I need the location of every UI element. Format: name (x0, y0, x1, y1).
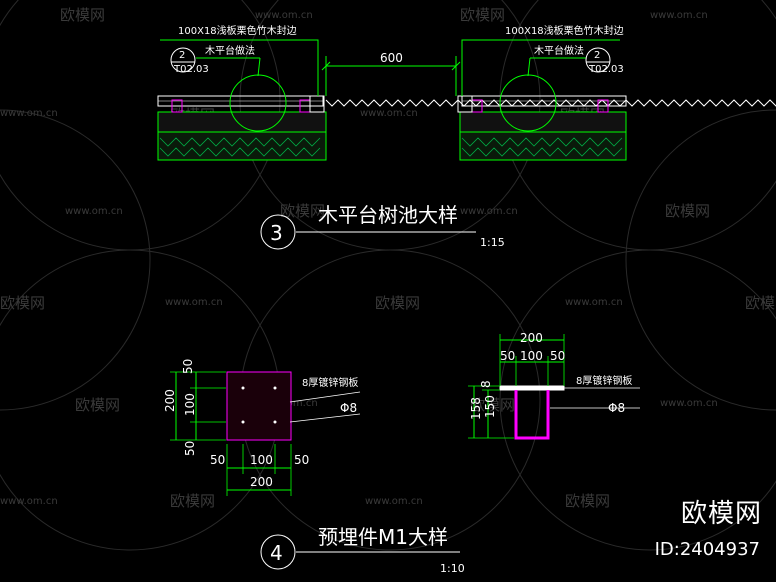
watermark-brand: 欧模网 (60, 6, 105, 24)
watermark-brand: 欧模网 (75, 396, 120, 414)
detail4-number: 4 (270, 541, 283, 565)
detail3-scale: 1:15 (480, 236, 505, 249)
watermark-texts: 欧模网 www.om.cn 欧模网 www.om.cn www.om.cn 欧模… (0, 6, 776, 510)
detail4-scale: 1:10 (440, 562, 465, 575)
detail4-plan-dim-middle: 100 (183, 393, 197, 416)
detail4-plan-plate-label: 8厚镀锌钢板 (302, 376, 358, 389)
detail4-plan-bottom-right: 50 (294, 453, 309, 467)
detail3-right-section (457, 39, 627, 161)
detail3-dimension-600 (321, 56, 461, 96)
watermark-brand: 欧模网 (375, 294, 420, 312)
detail3-note-top-right: 100X18浅板栗色竹木封边 (505, 24, 624, 37)
watermark-url: www.om.cn (360, 108, 418, 119)
detail3-bubble-num-right: 2 (594, 50, 600, 61)
detail4-plan-bar-label: Φ8 (340, 401, 357, 415)
brand-id: ID:2404937 (654, 539, 760, 560)
detail3-note-sub: 木平台做法 (205, 44, 255, 57)
watermark-url: www.om.cn (650, 10, 708, 21)
detail3-pebble-fill (325, 99, 776, 107)
watermark-url: www.om.cn (660, 398, 718, 409)
watermark-url: www.om.cn (460, 206, 518, 217)
detail4-title: 预埋件M1大样 (318, 525, 448, 549)
detail4-sec-top-middle: 100 (520, 349, 543, 363)
detail3-bubble-ref: T02.03 (173, 64, 209, 75)
detail4-plan-dim-top: 50 (181, 359, 195, 374)
watermark-brand: 欧模网 (280, 202, 325, 220)
detail4-sec-top-total: 200 (520, 331, 543, 345)
detail4-plan-bottom-left: 50 (210, 453, 225, 467)
detail3-bubble-num: 2 (179, 50, 185, 61)
watermark-url: www.om.cn (0, 496, 58, 507)
detail4-plan-dim-bottom: 50 (183, 441, 197, 456)
detail4-sec-top-left: 50 (500, 349, 515, 363)
watermark-brand: 欧模网 (745, 294, 776, 312)
watermark-url: www.om.cn (165, 297, 223, 308)
detail3-left-section (157, 39, 327, 161)
watermark-url: www.om.cn (0, 108, 58, 119)
detail4-section-view (468, 334, 640, 440)
detail3-title: 木平台树池大样 (318, 203, 458, 227)
detail4-sec-side-inner: 150 (483, 395, 497, 418)
watermark-brand: 欧模网 (565, 492, 610, 510)
detail4-sec-bar-label: Φ8 (608, 401, 625, 415)
detail4-sec-plate-label: 8厚镀锌钢板 (576, 374, 632, 387)
watermark-brand: 欧模网 (470, 396, 515, 414)
detail4-sec-top-right: 50 (550, 349, 565, 363)
detail4-plan-bottom-total: 200 (250, 475, 273, 489)
brand-logo-text: 欧模网 (680, 499, 762, 529)
detail4-plan-view (170, 371, 361, 496)
detail3-bubble-ref-right: T02.03 (588, 64, 624, 75)
detail4-plan-bottom-middle: 100 (250, 453, 273, 467)
detail3-note-top: 100X18浅板栗色竹木封边 (178, 24, 297, 37)
watermark-circles (0, 0, 776, 551)
detail3-note-sub-right: 木平台做法 (534, 44, 584, 57)
detail4-number-circle (260, 534, 296, 570)
detail3-number: 3 (270, 221, 283, 245)
detail3-number-circle (260, 214, 296, 250)
watermark-url: www.om.cn (365, 496, 423, 507)
watermark-brand: 欧模网 (460, 6, 505, 24)
watermark-brand: 欧模网 (170, 492, 215, 510)
watermark-url: www.om.cn (65, 206, 123, 217)
detail4-sec-side-outer: 158 (469, 397, 483, 420)
detail3-dim-width: 600 (380, 51, 403, 65)
watermark-url: www.om.cn (565, 297, 623, 308)
watermark-brand: 欧模网 (0, 294, 45, 312)
detail4-sec-side-plate: 8 (479, 380, 493, 388)
watermark-brand: 欧模网 (665, 202, 710, 220)
detail4-plan-dim-total: 200 (163, 389, 177, 412)
watermark-url: www.om.cn (255, 10, 313, 21)
